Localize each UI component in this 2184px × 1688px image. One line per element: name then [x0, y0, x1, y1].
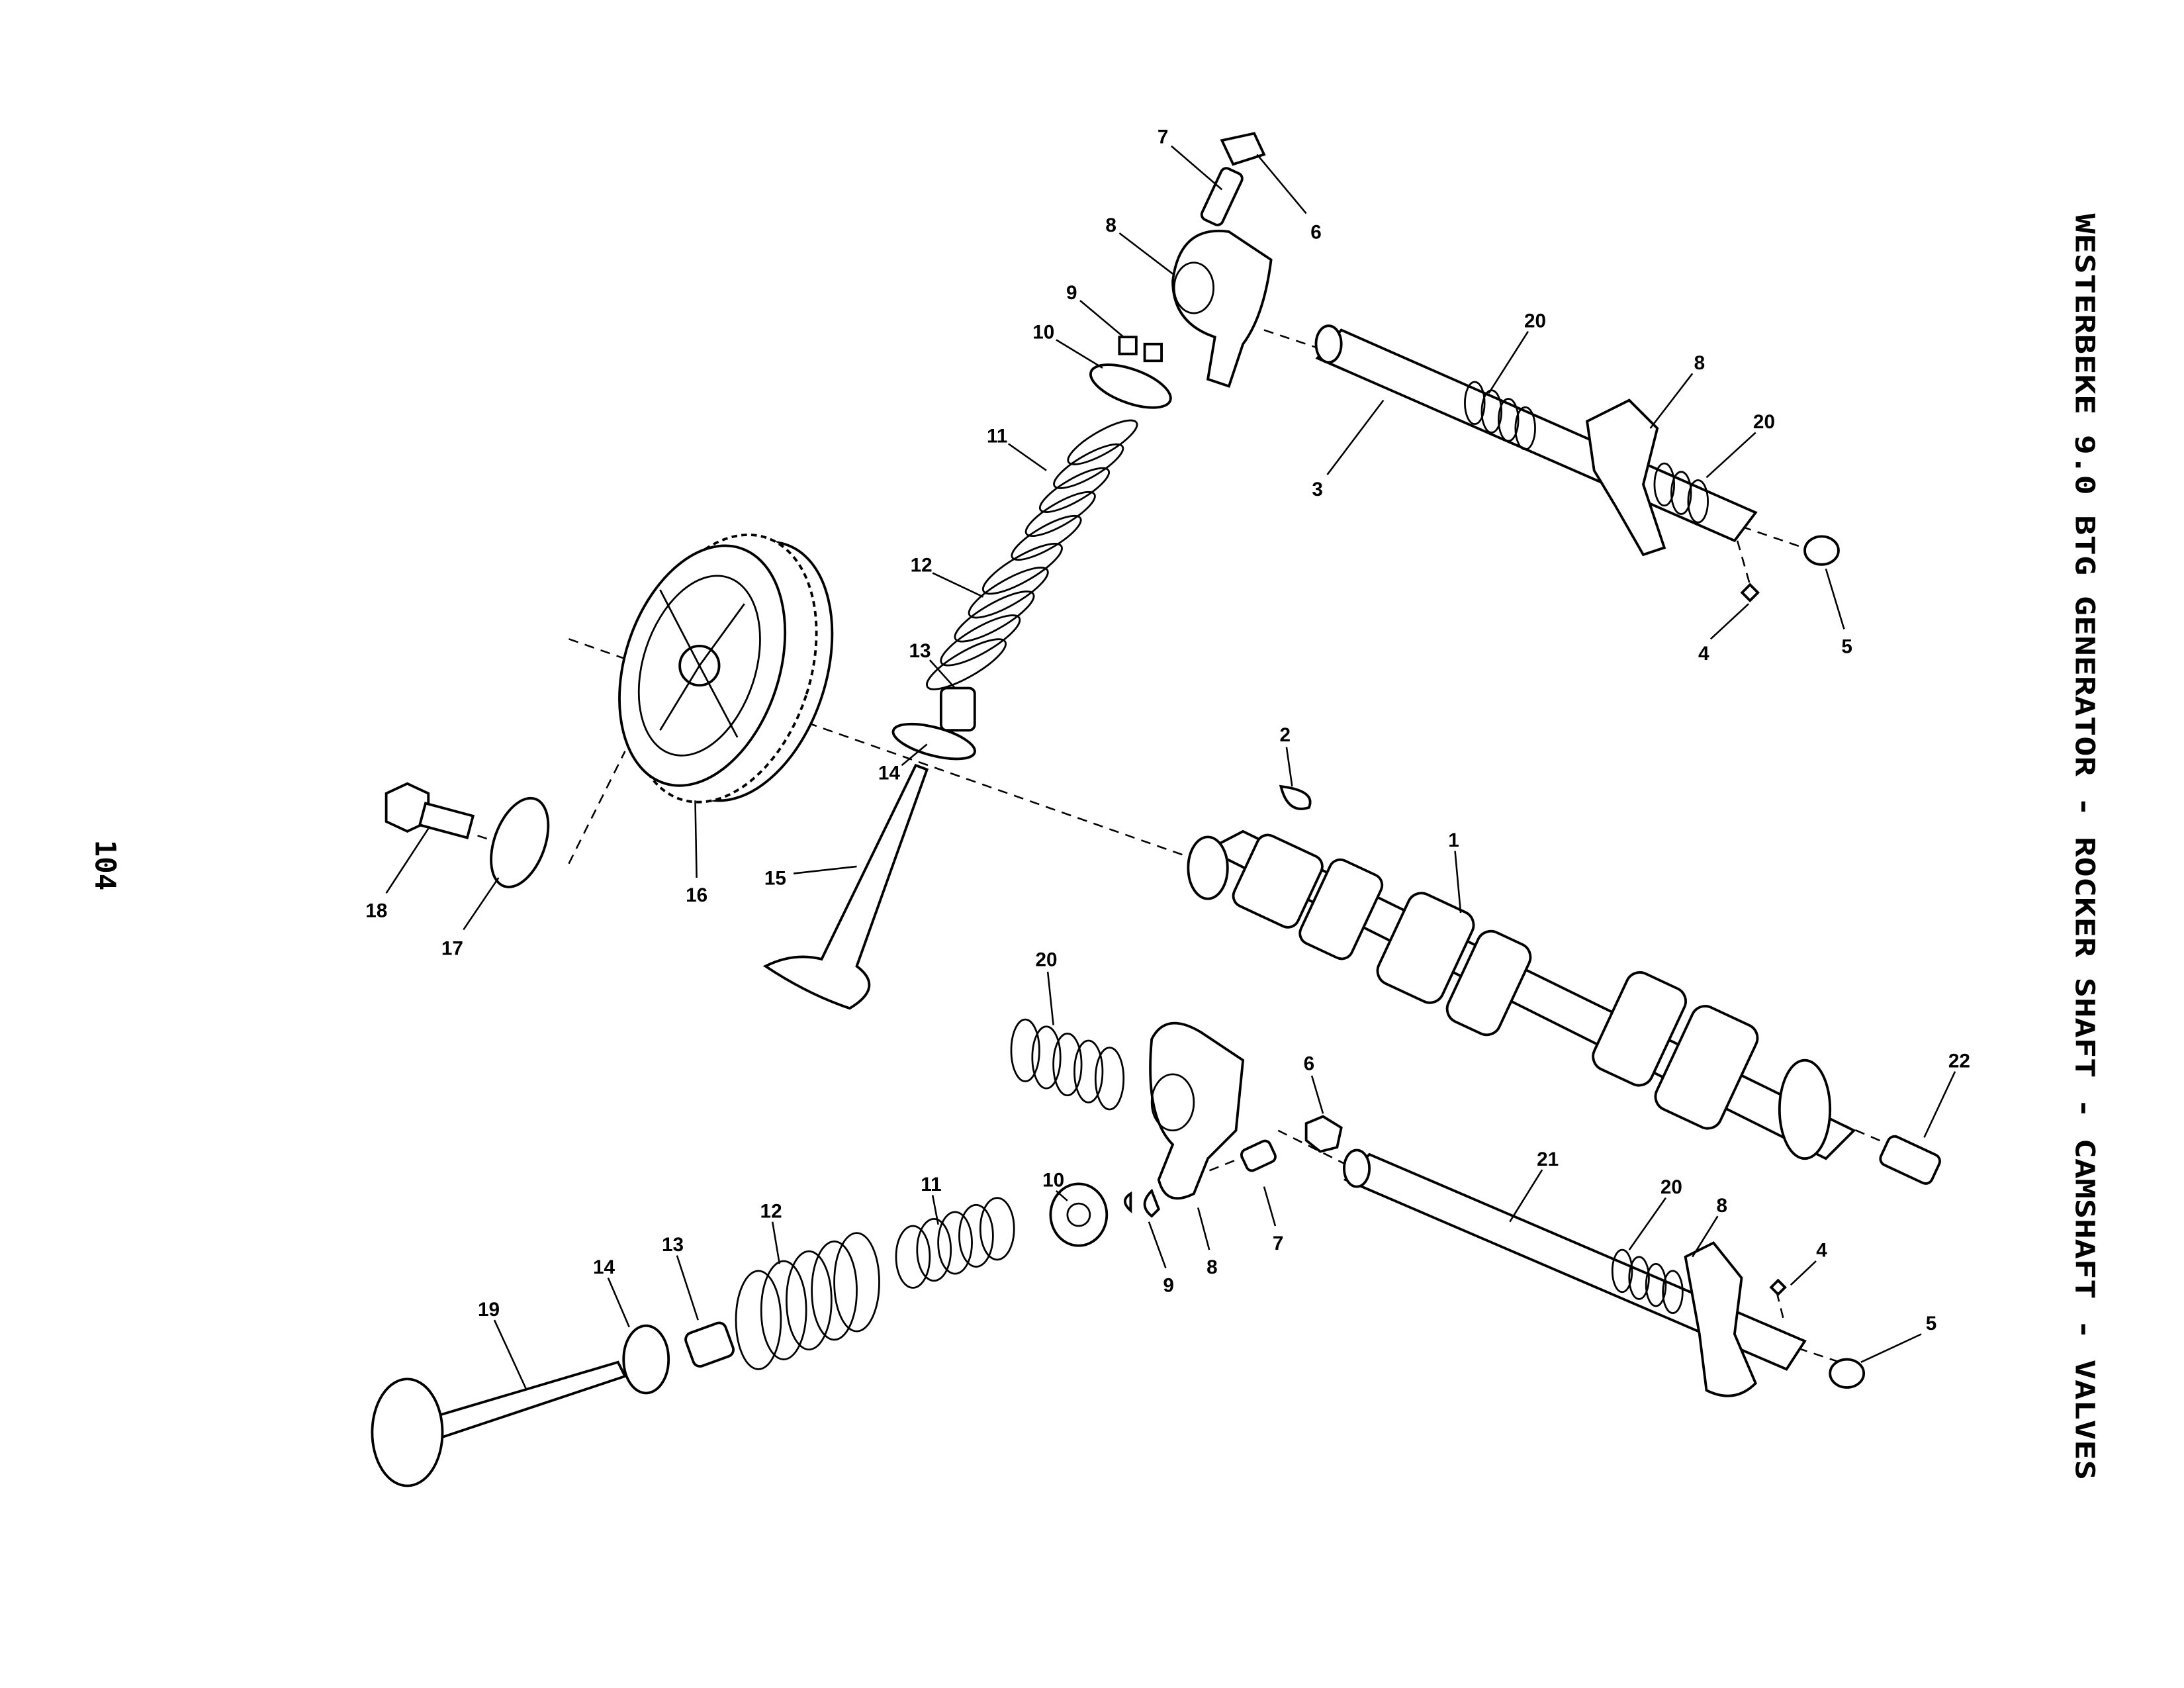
callout-18: 18	[365, 900, 387, 921]
callout-1: 1	[1448, 829, 1459, 851]
washer-17	[490, 796, 550, 888]
callout-15: 15	[764, 868, 786, 890]
camshaft-1	[1187, 784, 1941, 1185]
plug-5-lower	[1829, 1358, 1866, 1389]
callout-12b: 12	[760, 1200, 782, 1222]
callout-10b: 10	[1042, 1170, 1064, 1192]
callout-10: 10	[1032, 321, 1054, 343]
callout-3: 3	[1312, 479, 1323, 500]
callout-2: 2	[1280, 724, 1291, 746]
valve-assembly-lower	[371, 1018, 1343, 1487]
callout-13: 13	[909, 640, 931, 662]
callouts-upper: 7 6 8 9 10 11 12 13 14 15 16 17 18 20 3 …	[365, 126, 1970, 1138]
callout-17: 17	[441, 938, 463, 960]
callout-22: 22	[1948, 1050, 1970, 1072]
callout-19: 19	[478, 1299, 500, 1321]
callout-14b: 14	[593, 1256, 615, 1278]
callout-20b: 20	[1753, 411, 1775, 433]
callouts-lower: 20 6 10 11 12 13 14 19 9 8 7 21 20 8 4 5	[478, 949, 1936, 1391]
callout-8c: 8	[1206, 1256, 1218, 1278]
page-title: WESTERBEKE 9.0 BTG GENERATOR - ROCKER SH…	[2070, 213, 2101, 1480]
callout-16: 16	[686, 884, 707, 906]
callout-7b: 7	[1273, 1233, 1284, 1254]
page-number: 104	[88, 840, 120, 891]
clip-4	[1740, 583, 1760, 602]
callout-6b: 6	[1304, 1053, 1315, 1075]
callout-7: 7	[1158, 126, 1169, 148]
rocker-shaft-3	[1314, 324, 1840, 602]
plug-5	[1803, 535, 1840, 566]
bolt-18	[385, 782, 475, 839]
callout-8: 8	[1105, 214, 1116, 236]
plug-22	[1879, 1135, 1941, 1185]
callout-9: 9	[1066, 282, 1077, 304]
callout-8b: 8	[1694, 352, 1706, 374]
rocker-shaft-21	[1343, 1149, 1866, 1397]
callout-6: 6	[1310, 222, 1322, 244]
callout-20c: 20	[1036, 949, 1058, 971]
callout-20: 20	[1524, 310, 1546, 332]
callout-5b: 5	[1926, 1313, 1937, 1335]
callout-9b: 9	[1163, 1275, 1174, 1297]
callout-11b: 11	[921, 1174, 941, 1196]
callout-11: 11	[987, 425, 1007, 447]
woodruff-key-2	[1279, 784, 1312, 810]
callout-14: 14	[878, 762, 901, 784]
callout-4b: 4	[1816, 1240, 1827, 1262]
callout-13b: 13	[662, 1234, 684, 1256]
camshaft-sprocket-16	[618, 534, 834, 804]
callout-21: 21	[1537, 1149, 1559, 1170]
callout-8d: 8	[1717, 1195, 1728, 1217]
callout-4: 4	[1698, 643, 1709, 665]
callout-12: 12	[911, 554, 933, 576]
callout-20d: 20	[1661, 1176, 1682, 1198]
valve-assembly-upper	[762, 132, 1273, 1010]
clip-4-lower	[1769, 1278, 1787, 1296]
callout-5: 5	[1841, 635, 1852, 657]
